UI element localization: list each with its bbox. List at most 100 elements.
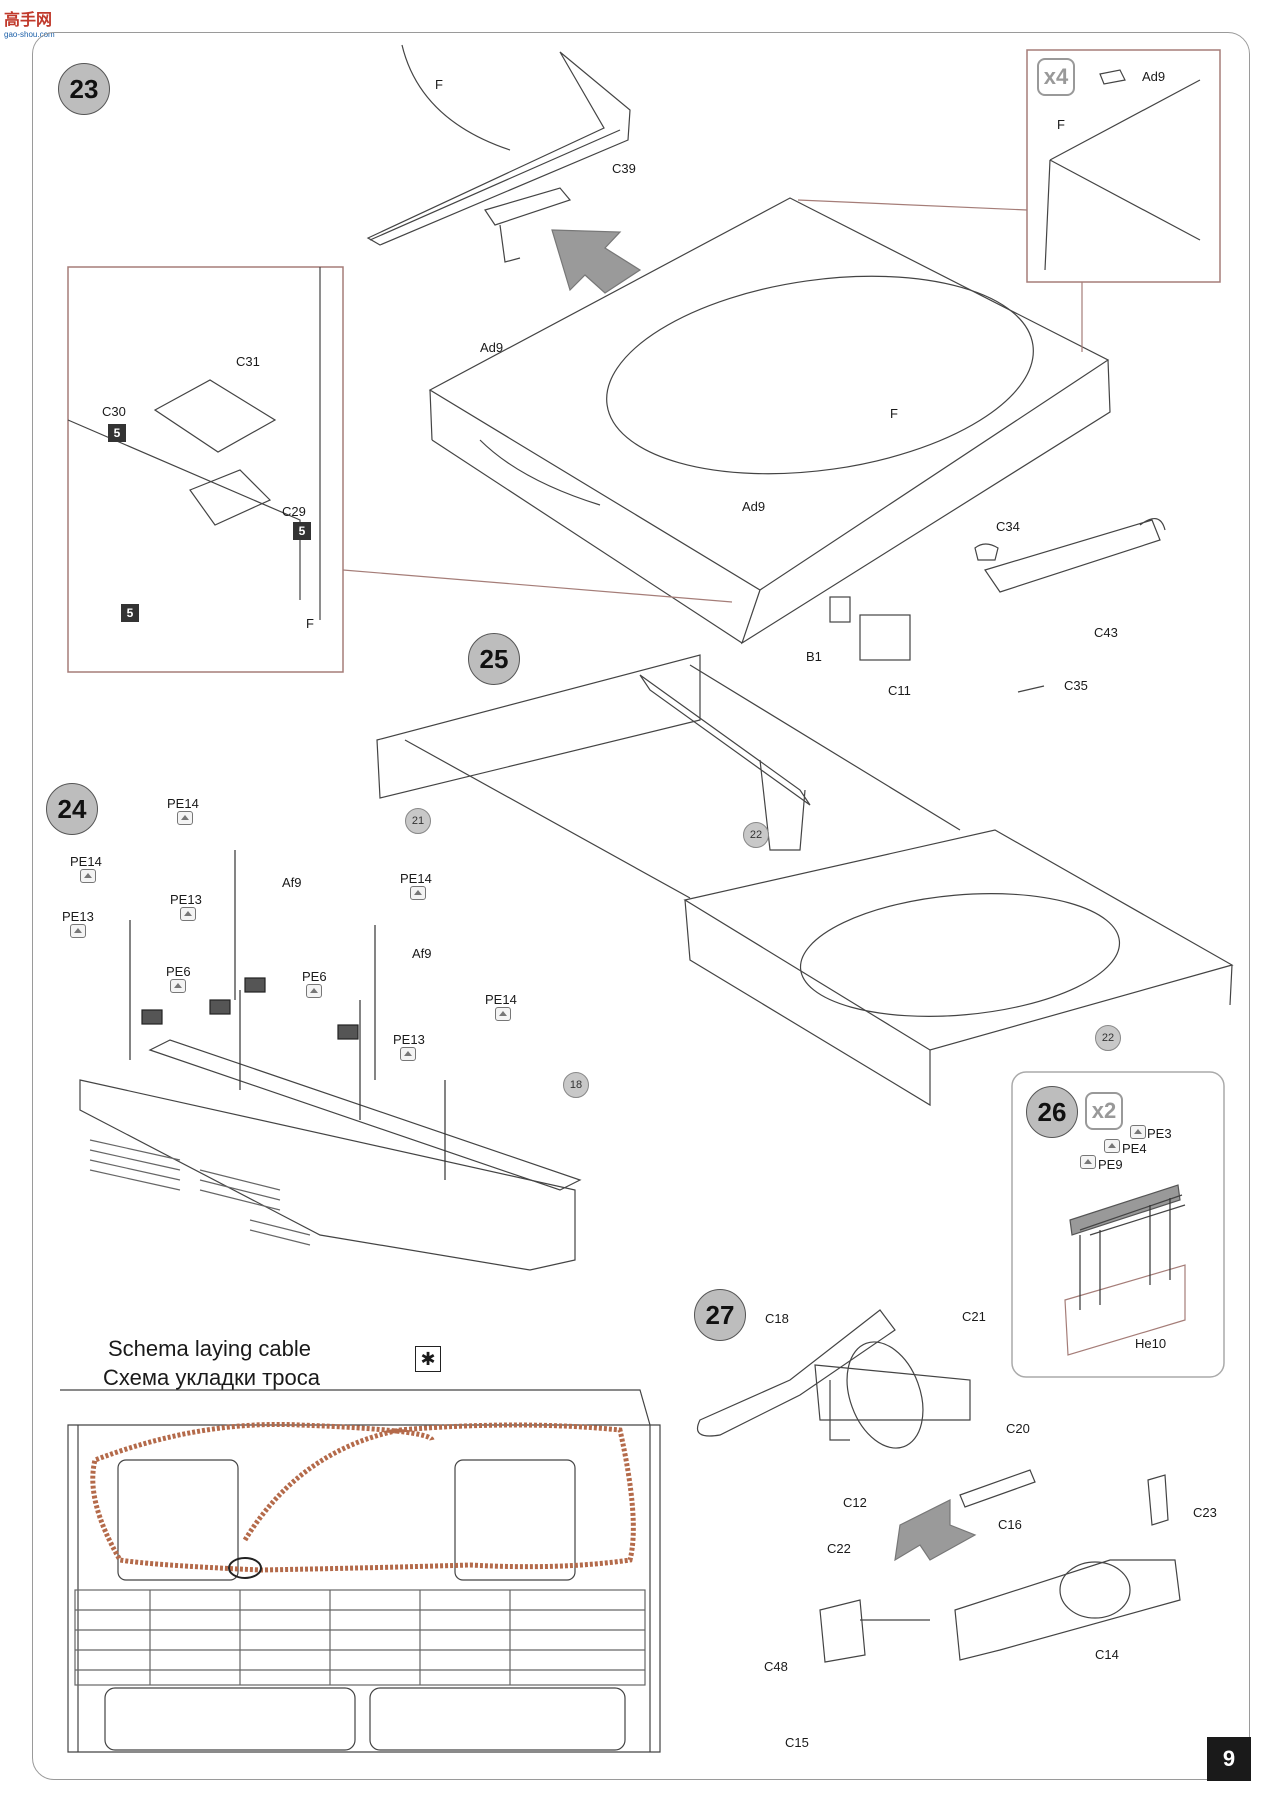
arrow-large [551,229,642,294]
ref-22-roof: 22 [1095,1025,1121,1051]
step-24-number: 24 [46,783,98,835]
arrow-large-27 [894,1499,977,1562]
label-pe3: PE3 [1147,1126,1172,1141]
step-23-number: 23 [58,63,110,115]
label-c29: C29 [282,504,306,519]
c23-part [1147,1474,1169,1526]
pe-icon [80,869,96,883]
label-pe14-b: PE14 [70,854,102,869]
page-number: 9 [1207,1737,1251,1781]
page-frame [32,32,1250,1780]
label-c22: C22 [827,1541,851,1556]
rear-grille [74,1589,646,1686]
cable-symbol-icon: ✱ [415,1346,441,1372]
pe6-blocks [141,977,359,1040]
label-c14: C14 [1095,1647,1119,1662]
label-f-center: F [890,406,898,421]
pe-arrows [129,850,446,1180]
side-plate-21 [376,654,701,799]
label-f-top: F [435,77,443,92]
label-pe6-b: PE6 [302,969,327,984]
turret-roof-22 [683,829,1234,1051]
label-pe14-a: PE14 [167,796,199,811]
cable-eye [228,1557,262,1579]
pe-icon [70,924,86,938]
pe-icon [400,1047,416,1061]
gun-mount-c43 [984,518,1166,593]
assembled-bracket [954,1559,1181,1661]
rear-fuel-drums [104,1687,626,1751]
label-c21: C21 [962,1309,986,1324]
step-26-number: 26 [1026,1086,1078,1138]
pe-icon [170,979,186,993]
c35-pin [1017,685,1045,693]
watermark-logo: 高手网 gao-shou.com [4,12,55,39]
label-ad9-inset: Ad9 [1142,69,1166,84]
label-b1: B1 [806,649,822,664]
machine-gun-22 [639,674,811,851]
step-25-number: 25 [468,633,520,685]
label-f-inset: F [1057,117,1065,132]
pe-icon [180,907,196,921]
label-pe14-d: PE14 [485,992,517,1007]
pe-icon [1080,1155,1096,1169]
vehicle-rear-panel [67,1424,661,1753]
step-27-number: 27 [694,1289,746,1341]
label-ad9-front: Ad9 [742,499,766,514]
label-c11: C11 [888,683,911,698]
machine-gun-c39 [484,187,572,263]
ref-21: 21 [405,808,431,834]
deck-grille [89,1139,311,1246]
rear-hatches [117,1459,576,1581]
label-c16: C16 [998,1517,1022,1532]
c34-part [974,543,999,561]
badge-5-c: 5 [121,604,139,622]
label-c30: C30 [102,404,126,419]
hatch-c11 [859,614,911,661]
label-c18: C18 [765,1311,789,1326]
label-c23: C23 [1193,1505,1217,1520]
pe-icon [306,984,322,998]
label-c34: C34 [996,519,1020,534]
badge-5-b: 5 [293,522,311,540]
label-pe14-c: PE14 [400,871,432,886]
label-c12: C12 [843,1495,867,1510]
c48-plate [819,1599,866,1663]
label-c31: C31 [236,354,260,369]
tow-cable [90,1421,636,1573]
pe-icon [1130,1125,1146,1139]
label-c48: C48 [764,1659,788,1674]
label-c15: C15 [785,1735,809,1750]
label-pe6-a: PE6 [166,964,191,979]
pe-icon [177,811,193,825]
pe-icon [495,1007,511,1021]
ad9-clip [1099,69,1126,85]
label-pe4: PE4 [1122,1141,1147,1156]
pe-icon [1104,1139,1120,1153]
label-af9-a: Af9 [282,875,302,890]
label-c43: C43 [1094,625,1118,640]
label-pe9: PE9 [1098,1157,1123,1172]
label-c35: C35 [1064,678,1088,693]
label-he10: He10 [1135,1336,1167,1351]
winch-c12 [814,1364,971,1421]
top-rail-part [366,44,631,246]
c16-part [959,1469,1036,1508]
cable-schema-title-ru: Схема укладки троса [103,1365,320,1390]
label-c20: C20 [1006,1421,1030,1436]
label-pe13-c: PE13 [393,1032,425,1047]
engine-deck-18 [79,1079,576,1271]
b1-plate [829,596,851,623]
badge-5-a: 5 [108,424,126,442]
roof-opening [606,275,1034,475]
label-af9-b: Af9 [412,946,432,961]
label-pe13-a: PE13 [62,909,94,924]
label-c39: C39 [612,161,636,176]
pe-icon [410,886,426,900]
label-ad9-left: Ad9 [480,340,504,355]
stowage-bracket-c18 [696,1309,896,1437]
multiplier-x4: x4 [1037,58,1075,96]
label-pe13-b: PE13 [170,892,202,907]
multiplier-x2: x2 [1085,1092,1123,1130]
